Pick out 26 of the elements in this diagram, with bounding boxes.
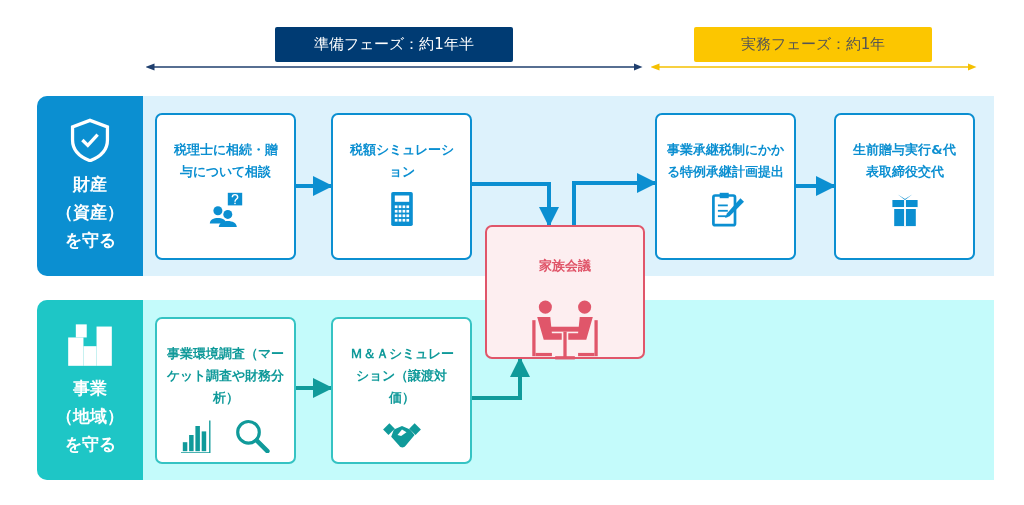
phase-label: 実務フェーズ：約1年 bbox=[694, 27, 932, 62]
meeting-box bbox=[485, 225, 645, 359]
process-box bbox=[655, 113, 796, 260]
process-box bbox=[155, 113, 296, 260]
process-box bbox=[331, 113, 472, 260]
box-title: Ｍ＆Ａシミュレーション（譲渡対価） bbox=[348, 345, 455, 407]
box-title: 税額シミュレーション bbox=[348, 141, 455, 181]
box-title: 税理士に相続・贈与について相談 bbox=[172, 141, 279, 181]
lane-header bbox=[37, 300, 143, 480]
arrow bbox=[572, 173, 657, 225]
lane-title: 事業（地域）を守る bbox=[55, 377, 125, 456]
process-box bbox=[331, 317, 472, 464]
arrow bbox=[472, 182, 559, 227]
arrow bbox=[296, 378, 333, 398]
lane-title: 財産（資産）を守る bbox=[55, 173, 125, 252]
lane-header bbox=[37, 96, 143, 276]
arrow bbox=[796, 176, 836, 196]
box-title: 家族会議 bbox=[538, 257, 592, 275]
box-title: 事業環境調査（マーケット調査や財務分析） bbox=[166, 345, 285, 407]
box-title: 生前贈与実行&代表取締役交代 bbox=[852, 141, 957, 181]
arrow bbox=[296, 176, 333, 196]
arrow bbox=[472, 357, 530, 400]
process-box bbox=[834, 113, 975, 260]
phase-label: 準備フェーズ：約1年半 bbox=[275, 27, 513, 62]
process-box bbox=[155, 317, 296, 464]
box-title: 事業承継税制にかかる特例承継計画提出 bbox=[666, 141, 785, 181]
